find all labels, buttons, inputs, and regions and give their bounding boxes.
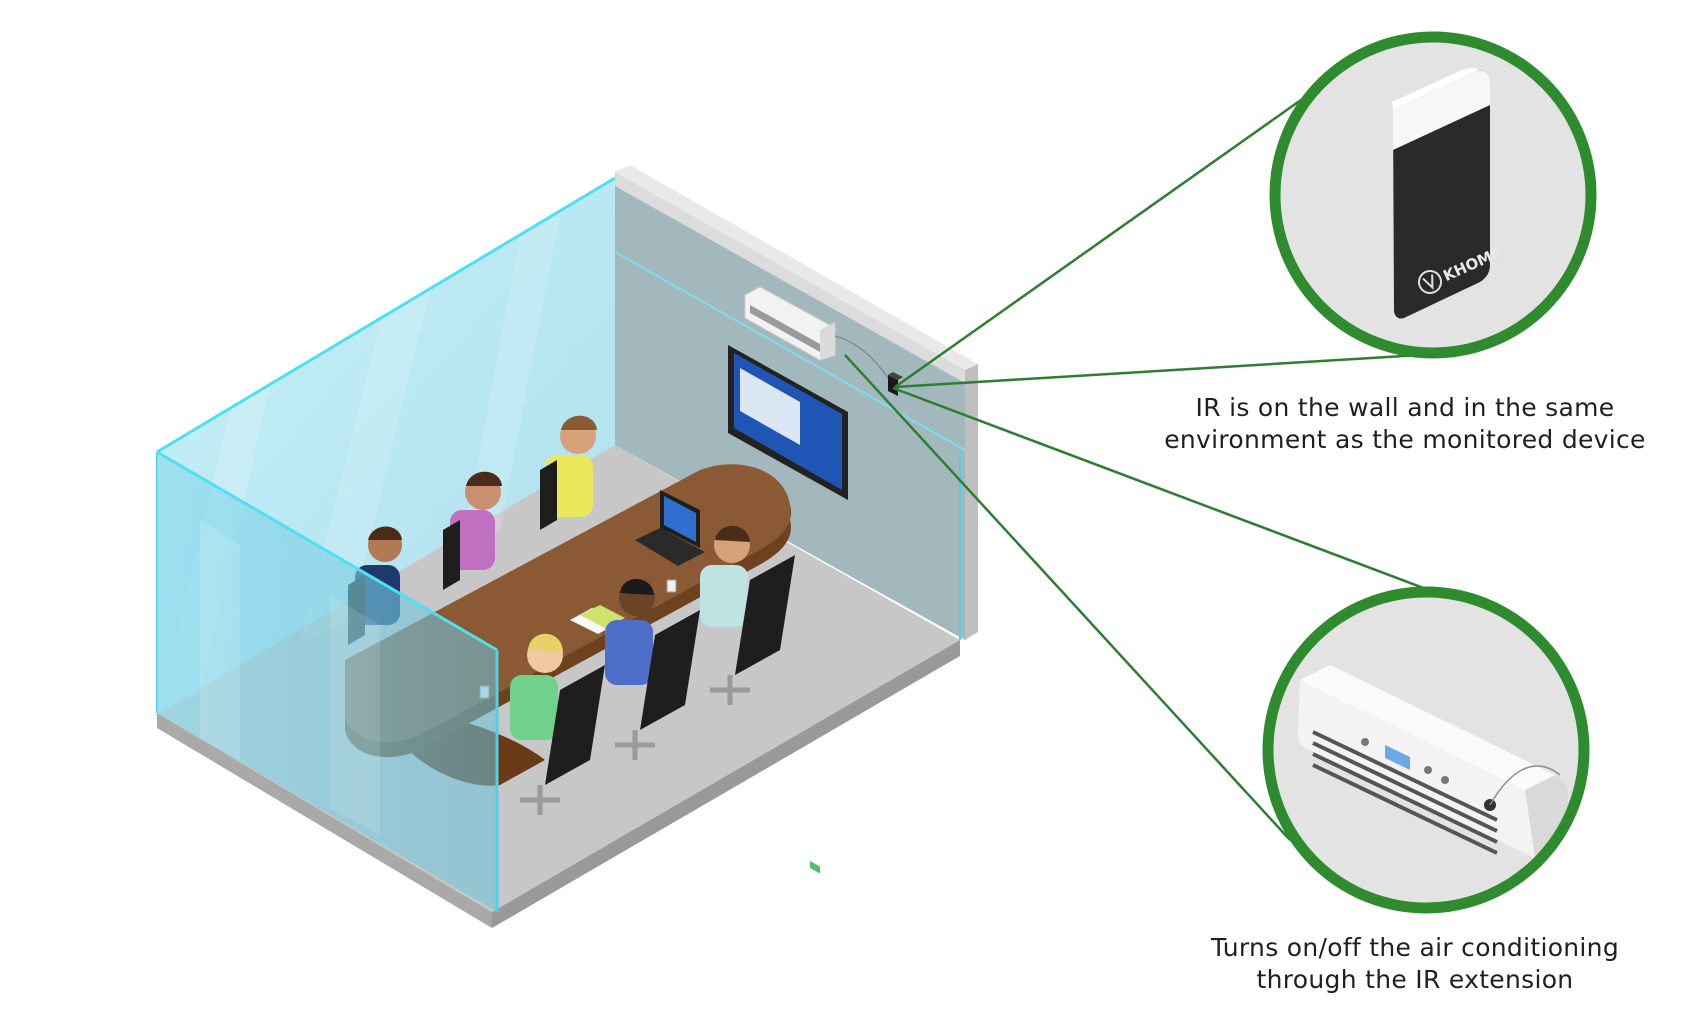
ir-device-caption-line-2: environment as the monitored device xyxy=(1164,425,1646,454)
person-back-middle xyxy=(450,471,502,570)
person-front-left xyxy=(510,633,563,740)
wall-monitor-icon xyxy=(728,345,848,874)
chairs xyxy=(348,460,795,815)
glass-wall-front xyxy=(156,450,961,912)
person-front-right xyxy=(700,525,750,627)
air-conditioner-caption: Turns on/off the air conditioning throug… xyxy=(1135,932,1687,996)
air-conditioner-icon xyxy=(744,286,836,361)
air-conditioner-caption-line-1: Turns on/off the air conditioning xyxy=(1211,933,1619,962)
air-conditioner-callout xyxy=(1262,586,1590,914)
ir-blaster-icon xyxy=(888,372,903,396)
air-conditioner-caption-line-2: through the IR extension xyxy=(1256,965,1574,994)
ir-device-caption-line-1: IR is on the wall and in the same xyxy=(1195,393,1615,422)
leader-lines xyxy=(844,93,1451,841)
ir-device-callout: KHOMP xyxy=(1269,31,1597,359)
laptop-icon xyxy=(635,490,705,566)
ir-device-caption: IR is on the wall and in the same enviro… xyxy=(1125,392,1685,456)
person-front-middle xyxy=(605,578,655,685)
